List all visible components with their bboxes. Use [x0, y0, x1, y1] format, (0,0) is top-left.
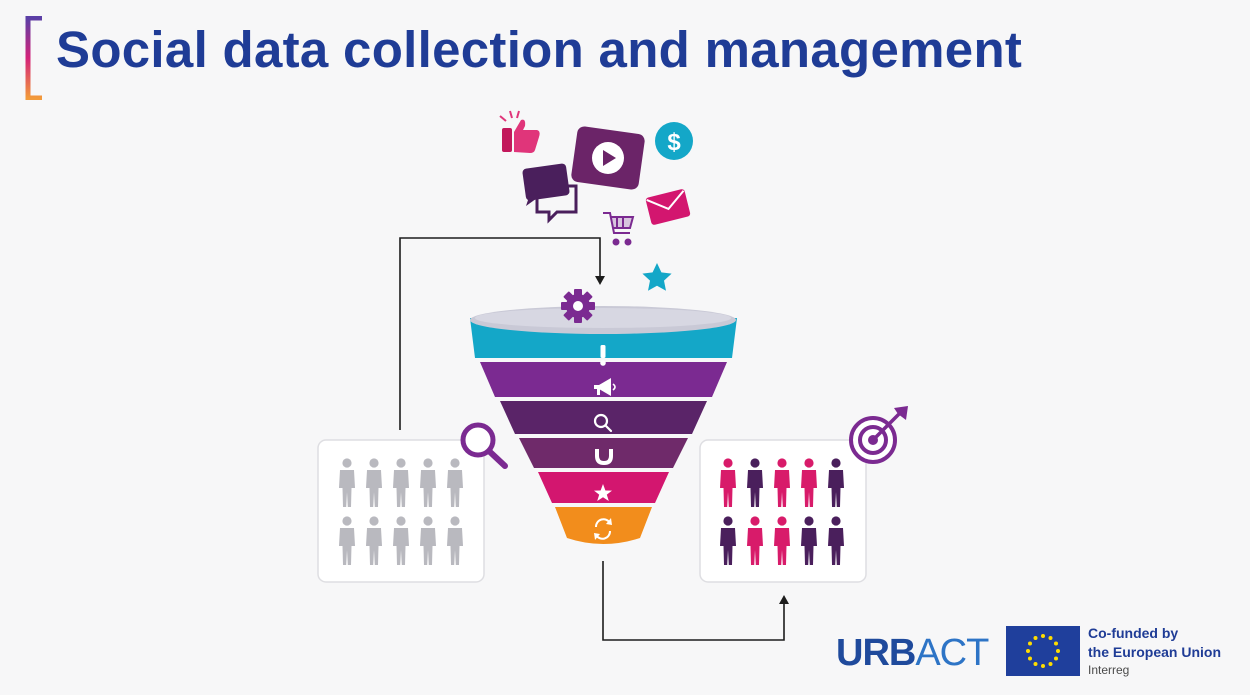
arrow-head-down [595, 276, 605, 285]
refresh-icon [594, 518, 612, 540]
urbact-logo: URBACT [836, 632, 989, 674]
target-icon [849, 406, 908, 464]
funnel [470, 306, 737, 544]
eu-cofunded-text: Co-funded by the European Union Interreg [1088, 624, 1221, 679]
eu-line-1: Co-funded by [1088, 625, 1179, 641]
funnel-band-6 [555, 507, 652, 544]
dollar-icon: $ [655, 122, 693, 160]
megaphone-icon [594, 378, 616, 396]
arrow-head-up [779, 595, 789, 604]
left-people-panel [317, 439, 485, 583]
footer-logos: URBACT Co-funded by the European Union I… [836, 622, 1236, 682]
star-icon [594, 484, 612, 501]
mail-icon [645, 189, 691, 225]
magnifying-glass-icon [460, 422, 508, 469]
gear-icon [561, 289, 595, 323]
funnel-band-3 [500, 401, 707, 434]
flow-arrow-right [602, 561, 785, 641]
eu-line-2: the European Union [1088, 644, 1221, 660]
exclamation-icon [600, 345, 606, 366]
eu-flag-icon [1006, 626, 1080, 676]
flow-arrow-left [399, 237, 601, 430]
chat-bubbles-icon [522, 163, 578, 224]
thumbs-up-icon [499, 110, 540, 153]
star-icon [642, 263, 672, 291]
magnifier-icon [593, 413, 613, 433]
right-people-panel [699, 439, 867, 583]
funnel-band-2 [480, 362, 727, 397]
title-bracket-icon [25, 16, 42, 100]
shopping-cart-icon [603, 212, 635, 246]
slide-title: Social data collection and management [56, 21, 1023, 78]
interreg-label: Interreg [1088, 663, 1130, 677]
magnet-icon [595, 449, 613, 466]
funnel-band-4 [519, 438, 688, 468]
video-play-icon [571, 126, 645, 190]
svg-text:$: $ [667, 129, 681, 156]
